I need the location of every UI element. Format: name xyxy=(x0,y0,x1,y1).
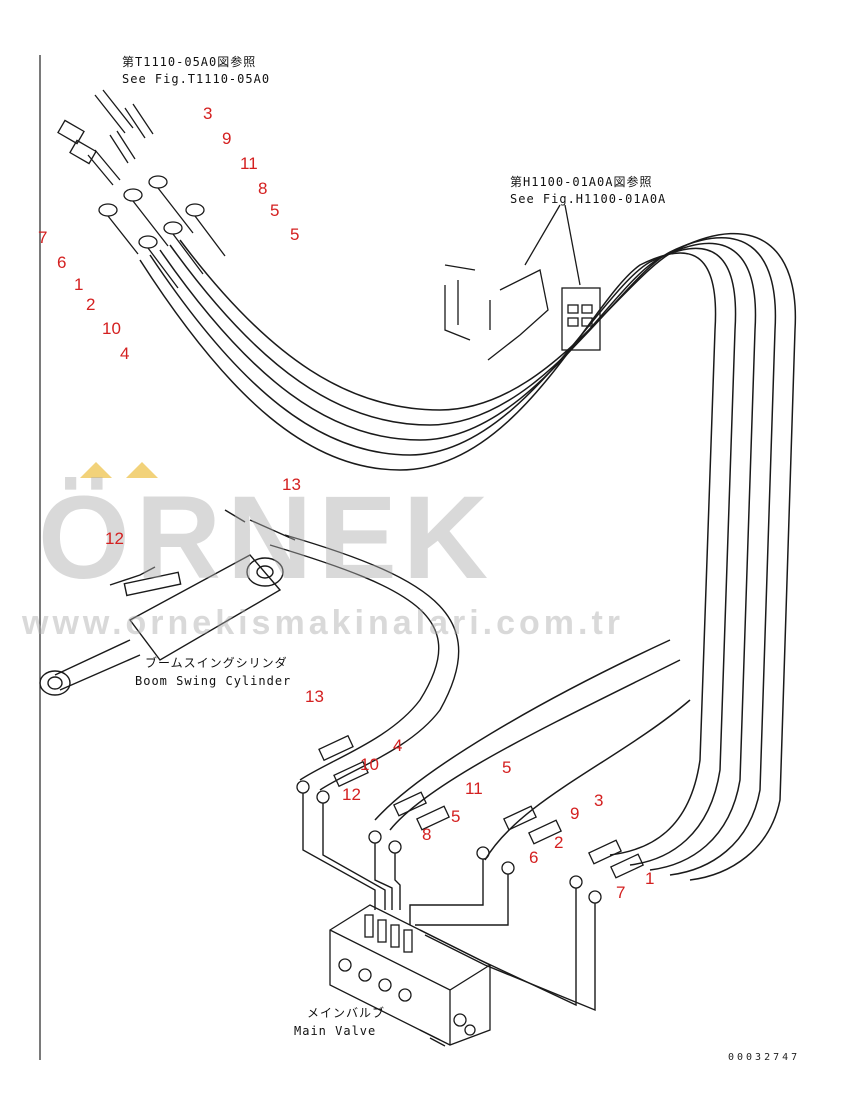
part-label: 6 xyxy=(57,253,67,272)
part-label: 5 xyxy=(451,807,461,826)
cylinder-caption-jp: ブームスイングシリンダ xyxy=(145,656,288,670)
hose-clamp-bracket xyxy=(444,204,601,361)
part-label: 7 xyxy=(616,883,626,902)
ref-top-left-en: See Fig.T1110-05A0 xyxy=(122,72,271,86)
part-label: 9 xyxy=(222,129,232,148)
watermark-url: www.ornekismakinalari.com.tr xyxy=(22,604,625,642)
part-label: 7 xyxy=(38,228,48,247)
valve-caption-en: Main Valve xyxy=(294,1024,377,1038)
part-label: 5 xyxy=(290,225,300,244)
part-label: 5 xyxy=(502,758,512,777)
ref-top-right-jp: 第H1100-01A0A図参照 xyxy=(510,175,653,189)
part-label: 11 xyxy=(465,779,483,798)
part-label: 10 xyxy=(102,319,121,338)
part-label: 2 xyxy=(86,295,96,314)
valve-caption-jp: メインバルブ xyxy=(307,1006,386,1020)
part-label: 9 xyxy=(570,804,580,823)
part-label: 4 xyxy=(393,736,403,755)
cylinder-caption-en: Boom Swing Cylinder xyxy=(135,674,292,688)
part-label: 3 xyxy=(594,791,604,810)
boom-swing-cylinder xyxy=(39,509,460,791)
part-label: 13 xyxy=(305,687,324,706)
hose-ends-lower xyxy=(296,734,644,904)
part-label: 13 xyxy=(282,475,301,494)
part-label: 1 xyxy=(645,869,655,888)
ref-top-right-en: See Fig.H1100-01A0A xyxy=(510,192,667,206)
document-number: 00032747 xyxy=(728,1052,801,1063)
hose-ends-top xyxy=(98,175,226,289)
ref-top-left-jp: 第T1110-05A0図参照 xyxy=(122,55,257,69)
fittings-top-left xyxy=(57,89,154,186)
part-label: 5 xyxy=(270,201,280,220)
part-label: 4 xyxy=(120,344,130,363)
watermark-accent xyxy=(80,462,158,478)
part-label: 12 xyxy=(342,785,361,804)
part-label: 1 xyxy=(74,275,84,294)
part-label: 8 xyxy=(258,179,268,198)
watermark-brand: ÖRNEK xyxy=(38,472,495,604)
part-label: 2 xyxy=(554,833,564,852)
part-label: 11 xyxy=(240,154,258,173)
part-label: 12 xyxy=(105,529,124,548)
hose-bundle xyxy=(139,232,797,881)
pipes-to-valve xyxy=(302,793,596,1012)
part-label: 6 xyxy=(529,848,539,867)
main-valve xyxy=(329,904,491,1047)
part-label: 3 xyxy=(203,104,213,123)
part-label: 10 xyxy=(360,755,379,774)
part-label: 8 xyxy=(422,825,432,844)
